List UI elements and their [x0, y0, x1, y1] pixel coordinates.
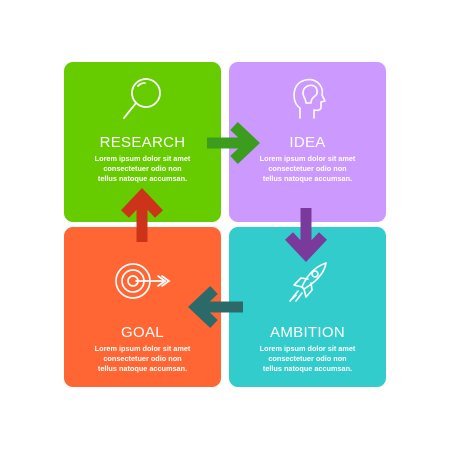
card-body-line: consectetuer odio non: [103, 164, 182, 173]
card-body-line: tellus natoque accumsan.: [97, 364, 188, 373]
card-idea: IDEA Lorem ipsum dolor sit amet consecte…: [229, 62, 386, 222]
card-ambition: AMBITION Lorem ipsum dolor sit amet cons…: [229, 227, 386, 387]
card-body-line: consectetuer odio non: [268, 354, 347, 363]
card-body: Lorem ipsum dolor sit amet consectetuer …: [78, 154, 207, 184]
card-body: Lorem ipsum dolor sit amet consectetuer …: [243, 154, 372, 184]
card-title: GOAL: [121, 324, 164, 341]
card-body-line: consectetuer odio non: [268, 164, 347, 173]
card-body-line: tellus natoque accumsan.: [262, 174, 353, 183]
card-body-line: Lorem ipsum dolor sit amet: [259, 344, 356, 353]
card-body-line: tellus natoque accumsan.: [262, 364, 353, 373]
head-icon: [229, 74, 386, 122]
card-goal: GOAL Lorem ipsum dolor sit amet consecte…: [64, 227, 221, 387]
card-body-line: Lorem ipsum dolor sit amet: [94, 154, 191, 163]
card-body-line: consectetuer odio non: [103, 354, 182, 363]
card-body: Lorem ipsum dolor sit amet consectetuer …: [243, 344, 372, 374]
magnifier-icon: [64, 74, 221, 122]
card-body: Lorem ipsum dolor sit amet consectetuer …: [78, 344, 207, 374]
rocket-icon: [229, 257, 386, 305]
card-title: AMBITION: [270, 324, 345, 341]
card-body-line: tellus natoque accumsan.: [97, 174, 188, 183]
card-body-line: Lorem ipsum dolor sit amet: [94, 344, 191, 353]
card-research: RESEARCH Lorem ipsum dolor sit amet cons…: [64, 62, 221, 222]
card-title: RESEARCH: [99, 134, 186, 151]
card-body-line: Lorem ipsum dolor sit amet: [259, 154, 356, 163]
target-icon: [64, 257, 221, 305]
card-title: IDEA: [289, 134, 326, 151]
